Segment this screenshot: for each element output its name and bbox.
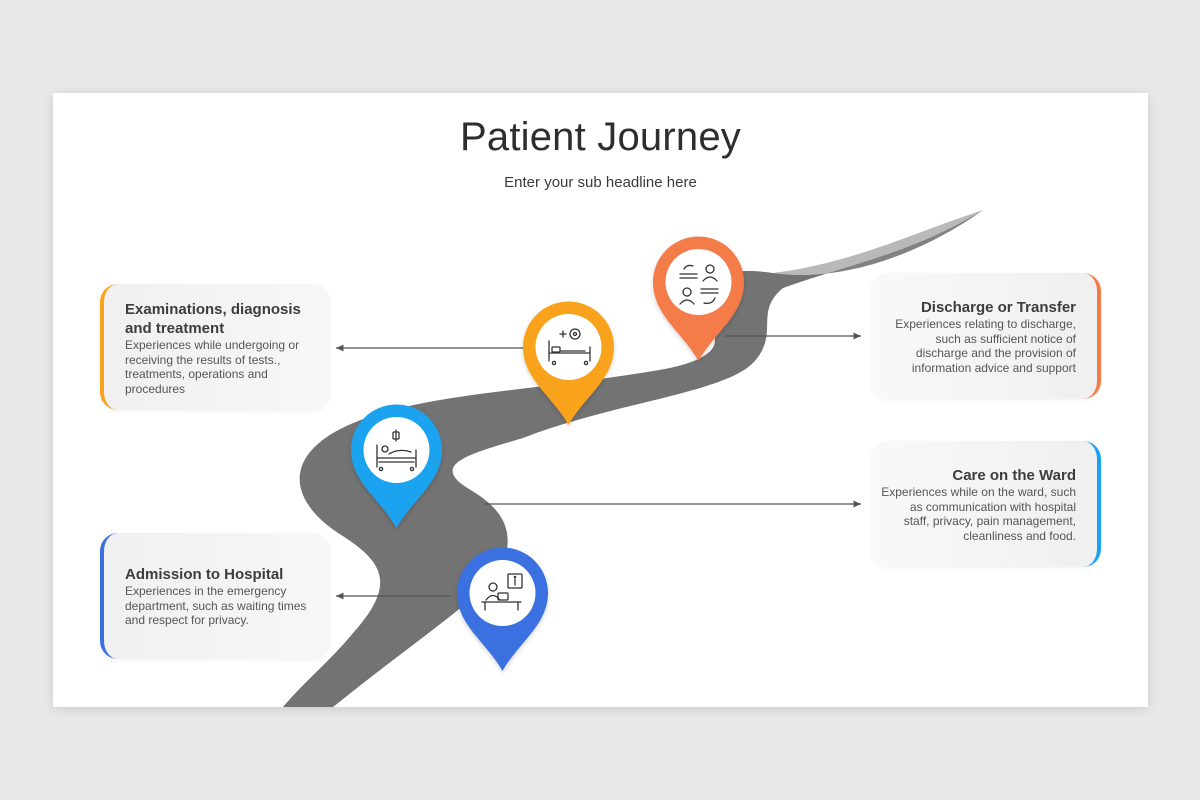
pin-ward	[351, 404, 442, 528]
card-examinations: Examinations, diagnosis and treatment Ex…	[100, 284, 330, 410]
card-body: Experiences while on the ward, such as c…	[881, 485, 1076, 543]
card-accent	[1079, 273, 1101, 399]
hospital-bed-with-gears-icon	[548, 328, 591, 366]
document-transfer-person-icon	[679, 264, 719, 305]
card-body: Experiences while undergoing or receivin…	[125, 338, 300, 396]
road-shade	[773, 210, 983, 275]
slide: Patient Journey Enter your sub headline …	[53, 93, 1148, 707]
pin-examinations	[523, 301, 614, 425]
road-path	[283, 210, 983, 707]
card-accent	[100, 284, 122, 410]
card-discharge: Discharge or Transfer Experiences relati…	[871, 273, 1101, 399]
patient-bed-iv-drip-icon	[376, 429, 417, 472]
card-ward: Care on the Ward Experiences while on th…	[871, 441, 1101, 567]
page-title: Patient Journey	[460, 115, 741, 159]
card-accent	[100, 533, 122, 659]
card-title: Admission to Hospital	[125, 566, 284, 583]
card-title: Care on the Ward	[952, 467, 1076, 484]
reception-desk-info-icon	[481, 573, 523, 611]
card-body: Experiences in the emergency department,…	[125, 584, 307, 627]
pin-discharge	[653, 236, 744, 361]
card-admission: Admission to Hospital Experiences in the…	[100, 533, 330, 659]
card-accent	[1079, 441, 1101, 567]
card-body: Experiences relating to discharge, such …	[895, 317, 1076, 375]
pin-admission	[457, 547, 548, 671]
page-subtitle: Enter your sub headline here	[504, 174, 697, 191]
card-title: Examinations, diagnosis and treatment	[125, 301, 301, 337]
card-title: Discharge or Transfer	[920, 299, 1076, 316]
road-diagram	[283, 210, 983, 707]
